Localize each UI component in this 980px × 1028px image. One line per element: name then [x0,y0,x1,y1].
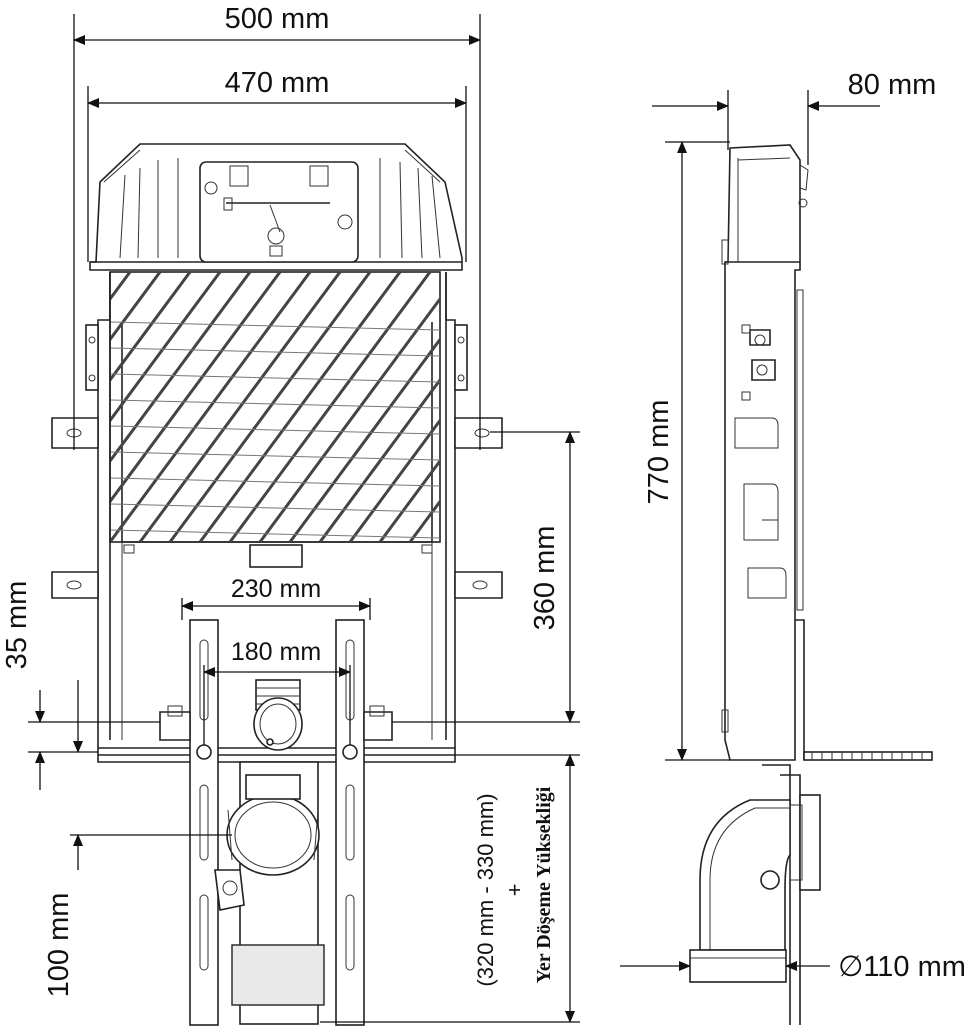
mesh-line [0,272,40,542]
mesh-line [110,451,440,461]
mesh-line [110,425,440,435]
mesh-line [0,272,100,542]
mesh-line [110,321,440,331]
label-770: 770 mm [643,400,675,505]
mesh-line [110,373,440,383]
mesh-line [110,477,440,487]
mesh-line [530,272,730,542]
label-230: 230 mm [231,575,321,603]
mesh-line [110,272,222,424]
threaded-rod [803,751,933,761]
mesh-line [348,417,440,542]
mesh-line [438,539,440,542]
mesh-line [318,377,440,542]
mesh-line [110,272,312,542]
front-view [0,143,980,1026]
label-360: 360 mm [529,526,561,631]
label-110: ∅110 mm [838,951,966,983]
mesh-line [138,272,342,542]
mesh-line [110,272,252,464]
mesh-line [110,529,440,539]
mesh-line [168,272,372,542]
floor-plus-label: + [502,884,527,897]
mount-bracket-right [454,324,503,599]
floor-range-label: (320 mm - 330 mm) [473,793,498,986]
mesh-line [110,272,282,505]
mesh-line [110,347,440,357]
label-470: 470 mm [225,67,330,99]
mesh-line [110,272,192,383]
mount-bracket-left [51,324,99,599]
label-500: 500 mm [225,3,330,35]
mesh-line [770,272,970,542]
insulation-mesh [0,272,980,542]
mesh-line [258,296,440,542]
label-35: 35 mm [1,581,33,670]
mesh-line [378,458,440,542]
label-80: 80 mm [848,69,937,101]
mesh-line [800,272,980,542]
label-180: 180 mm [231,638,321,666]
side-cistern-body [724,144,801,761]
dimension-labels: 500 mm 470 mm 80 mm 770 mm 360 mm 230 mm… [1,3,966,997]
supply-pipe [253,679,303,751]
mesh-line [198,272,402,542]
diameter-symbol: ∅ [838,951,863,983]
mesh-line [228,272,432,542]
side-view [689,144,933,1025]
flush-mechanism-opening [199,161,359,263]
mesh-line [110,503,440,513]
mesh-line [110,399,440,409]
drain-elbow [699,799,791,951]
mesh-line [0,272,10,542]
label-100: 100 mm [43,893,75,998]
mesh-line [110,272,162,343]
mesh-line [0,272,70,542]
dimension-lines [28,14,880,1023]
floor-height-label: Yer Döşeme Yüksekliği [533,786,555,983]
label-110-value: 110 mm [863,951,966,983]
drain-pipe [214,774,320,911]
